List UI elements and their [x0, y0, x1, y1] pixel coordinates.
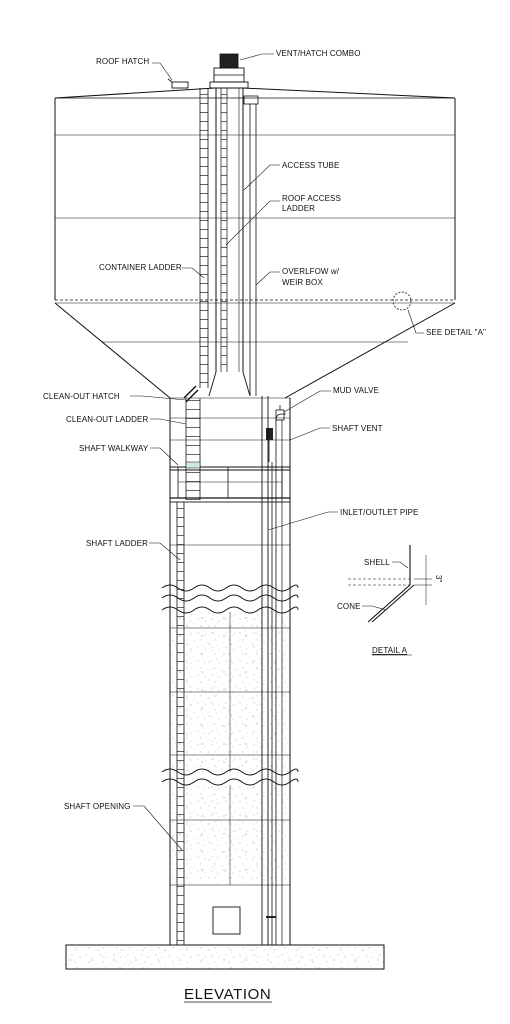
label-roof-access-ladder-2: LADDER	[282, 204, 315, 213]
shaft-ladder	[176, 502, 185, 945]
inlet-outlet-pipe	[261, 396, 286, 945]
label-vent-hatch-combo: VENT/HATCH COMBO	[276, 49, 361, 58]
leader-lines	[130, 53, 424, 851]
label-access-tube: ACCESS TUBE	[282, 161, 339, 170]
label-shaft-vent: SHAFT VENT	[332, 424, 383, 433]
clean-out-ladder	[185, 398, 201, 500]
label-roof-access-ladder-1: ROOF ACCESS	[282, 194, 341, 203]
label-mud-valve: MUD VALVE	[333, 386, 379, 395]
label-shaft-opening: SHAFT OPENING	[64, 802, 131, 811]
shaft-walkway	[170, 461, 290, 503]
overflow-pipe	[243, 95, 259, 396]
tank	[54, 87, 456, 399]
detail-label-cone: CONE	[337, 602, 361, 611]
shaft-vent	[266, 428, 273, 462]
label-see-detail-a: SEE DETAIL "A"	[426, 328, 486, 337]
roof-access-ladder	[220, 88, 228, 372]
detail-title: DETAIL A	[372, 646, 408, 655]
vent-hatch-combo	[209, 53, 249, 89]
label-clean-out-hatch: CLEAN-OUT HATCH	[43, 392, 120, 401]
foundation	[65, 944, 385, 970]
detail-dimension: 3"	[434, 575, 443, 583]
shaft	[161, 397, 299, 945]
detail-label-shell: SHELL	[364, 558, 390, 567]
label-inlet-outlet-pipe: INLET/OUTLET PIPE	[340, 508, 418, 517]
label-overflow-2: WEIR BOX	[282, 278, 323, 287]
label-overflow-1: OVERLFOW w/	[282, 267, 340, 276]
access-tube	[208, 88, 251, 397]
shaft-opening	[212, 906, 241, 935]
drawing-title: ELEVATION	[184, 986, 271, 1003]
detail-a: SHELL CONE 3" DETAIL A	[337, 545, 443, 656]
roof-hatch	[167, 78, 189, 89]
label-clean-out-ladder: CLEAN-OUT LADDER	[66, 415, 148, 424]
label-shaft-ladder: SHAFT LADDER	[86, 539, 148, 548]
label-container-ladder: CONTAINER LADDER	[99, 263, 182, 272]
container-ladder	[199, 88, 209, 388]
label-shaft-walkway: SHAFT WALKWAY	[79, 444, 149, 453]
label-roof-hatch: ROOF HATCH	[96, 57, 149, 66]
mud-valve	[275, 405, 285, 421]
